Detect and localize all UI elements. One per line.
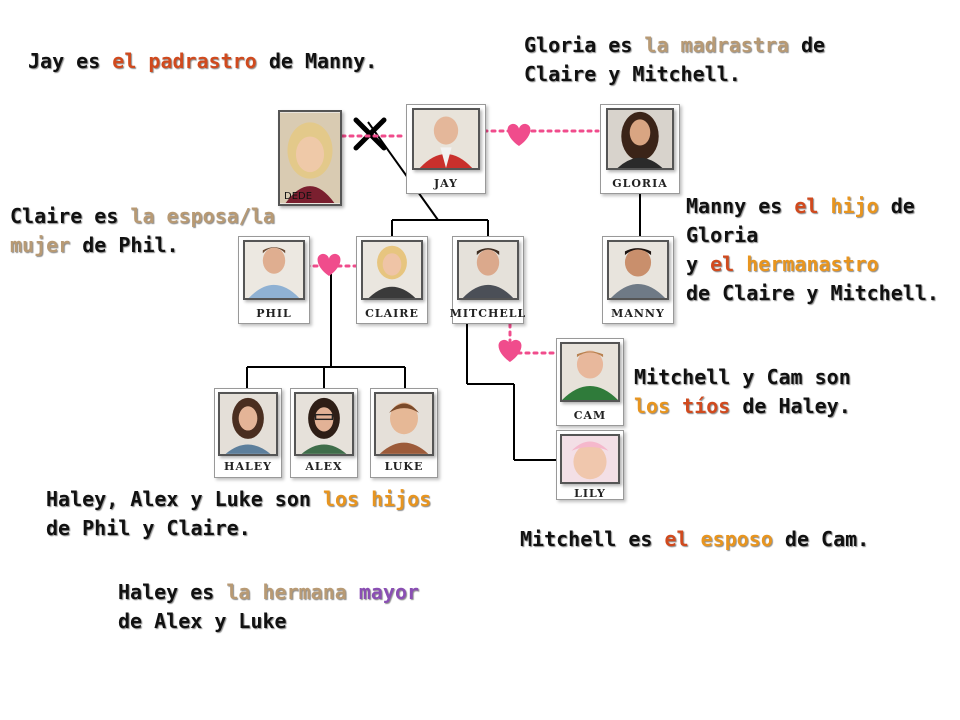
gloria-portrait [608,110,672,168]
luke-photo [374,392,434,456]
haley-label: HALEY [224,460,272,473]
mitchell-label: MITCHELL [449,307,527,320]
jay-label: JAY [433,177,459,190]
phil-label: PHIL [256,307,292,320]
haley-portrait [220,394,276,454]
highlight-la-hermana: la hermana [226,580,347,604]
gloria-label: GLORIA [612,177,668,190]
caption-claire-esposa: Claire es la esposa/la mujer de Phil. [10,204,275,257]
lily-label: LILY [574,487,606,500]
cam-label: CAM [573,409,607,422]
jay-photo [412,108,480,170]
claire-photo [361,240,423,300]
manny-portrait [609,242,667,298]
caption-mitchell-esposo: Mitchell es el esposo de Cam. [520,527,870,551]
highlight-mujer: mujer [10,233,71,257]
caption-mitchell-cam-tios: Mitchell y Cam son los tíos de Haley. [634,365,851,418]
heart-icon [317,253,341,276]
divorce-cross-icon [353,117,387,151]
gloria-photo [606,108,674,170]
cam-portrait [562,344,618,400]
line-jay-dede-to-children [367,121,439,221]
dede-photo: DEDE [278,110,342,206]
caption-gloria-madrastra: Gloria es la madrastra de Claire y Mitch… [524,33,826,86]
phil-photo [243,240,305,300]
dede-portrait [280,113,340,203]
phil-portrait [245,242,303,298]
highlight-tios: tíos [682,394,731,418]
heart-icon [498,339,522,362]
haley-photo [218,392,278,456]
caption-haley-hermana: Haley es la hermana mayor de Alex y Luke [118,580,420,633]
lily-portrait [562,436,618,482]
highlight-el-padrastro: el padrastro [112,49,257,73]
highlight-el: el [664,527,689,551]
luke-label: LUKE [384,460,424,473]
caption-manny-hijo: Manny es el hijo de Gloria y el hermanas… [686,194,939,305]
claire-label: CLAIRE [365,307,419,320]
highlight-hijo: hijo [830,194,879,218]
claire-portrait [363,242,421,298]
alex-label: ALEX [305,460,343,473]
highlight-mayor: mayor [358,580,420,604]
heart-icon [507,123,531,146]
caption-hijos: Haley, Alex y Luke son los hijos de Phil… [46,487,432,540]
mitchell-photo [457,240,519,300]
mitchell-portrait [459,242,517,298]
highlight-los-hijos: los hijos [322,487,432,511]
highlight-el: el [710,252,735,276]
highlight-la-madrastra: la madrastra [644,33,789,57]
alex-photo [294,392,354,456]
manny-photo [607,240,669,300]
jay-portrait [414,110,478,168]
alex-portrait [296,394,352,454]
highlight-hermanastro: hermanastro [746,252,879,276]
cam-photo [560,342,620,402]
highlight-los: los [634,394,671,418]
highlight-la-esposa: la esposa/la [130,204,275,228]
highlight-esposo: esposo [700,527,773,551]
highlight-el: el [794,194,819,218]
manny-label: MANNY [611,307,665,320]
lily-photo [560,434,620,484]
dede-label: DEDE [284,191,313,202]
luke-portrait [376,394,432,454]
caption-jay-padrastro: Jay es el padrastro de Manny. [28,49,378,73]
